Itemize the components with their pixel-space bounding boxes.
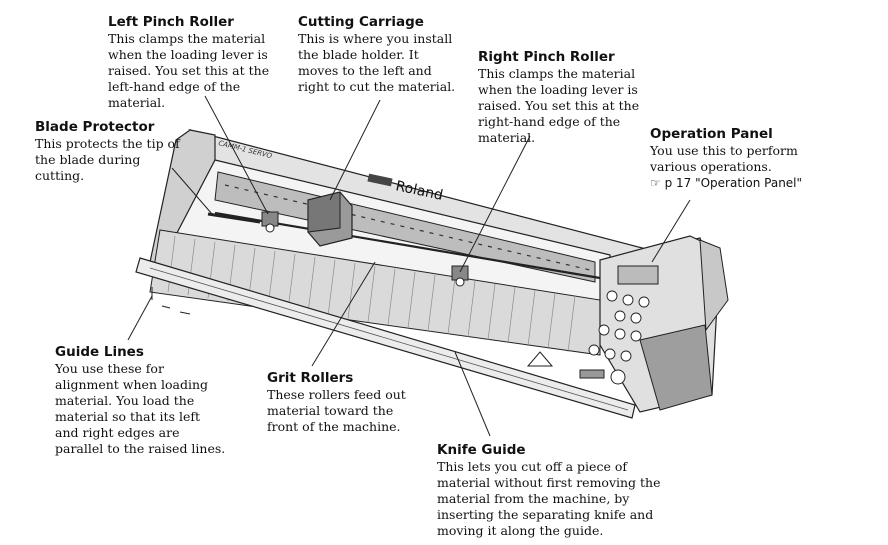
leader-cutting-carriage — [329, 99, 381, 201]
callout-knife-guide: Knife Guide This lets you cut off a piec… — [437, 442, 677, 539]
callout-desc: This is where you install the blade hold… — [298, 31, 456, 94]
leader-right-pinch-roller — [459, 135, 531, 273]
grit-roller-strip — [214, 211, 601, 280]
callout-desc: This lets you cut off a piece of materia… — [437, 459, 661, 538]
leader-blade-protector — [171, 167, 213, 215]
callout-desc: You use these for alignment when loading… — [55, 361, 226, 456]
right-side-bracket — [699, 239, 729, 332]
leader-knife-guide — [454, 351, 491, 437]
callout-desc: These rollers feed out material toward t… — [267, 387, 406, 434]
knife-guide-slot — [149, 267, 629, 411]
right-pinch-roller — [451, 265, 469, 287]
page-reference-link[interactable]: ☞ p 17 "Operation Panel" — [650, 176, 803, 190]
blade-protector-strip — [207, 212, 261, 224]
rear-connector-block — [639, 324, 713, 411]
leader-lines — [127, 95, 691, 437]
callout-title: Knife Guide — [437, 442, 526, 458]
callout-desc: This clamps the material when the loadin… — [108, 31, 270, 110]
callout-left-pinch-roller: Left Pinch Roller This clamps the materi… — [108, 14, 284, 111]
callout-title: Guide Lines — [55, 344, 144, 360]
callout-right-pinch-roller: Right Pinch Roller This clamps the mater… — [478, 49, 662, 146]
callout-title: Operation Panel — [650, 126, 773, 142]
leader-grit-rollers — [311, 261, 376, 367]
callout-desc: You use this to perform various operatio… — [650, 143, 798, 174]
callout-cutting-carriage: Cutting Carriage This is where you insta… — [298, 14, 462, 95]
callout-guide-lines: Guide Lines You use these for alignment … — [55, 344, 227, 457]
leader-left-pinch-roller — [204, 95, 269, 215]
callout-title: Right Pinch Roller — [478, 49, 615, 65]
callout-title: Blade Protector — [35, 119, 155, 135]
callout-desc: This protects the tip of the blade durin… — [35, 136, 180, 183]
rail-slots — [224, 184, 591, 271]
left-pinch-roller — [261, 211, 279, 233]
callout-blade-protector: Blade Protector This protects the tip of… — [35, 119, 193, 184]
callout-desc: This clamps the material when the loadin… — [478, 66, 640, 145]
callout-title: Grit Rollers — [267, 370, 354, 386]
guide-line-marks — [151, 287, 191, 315]
callout-title: Left Pinch Roller — [108, 14, 234, 30]
leader-operation-panel — [651, 199, 691, 263]
callout-title: Cutting Carriage — [298, 14, 424, 30]
leader-guide-lines — [127, 295, 153, 341]
cutting-carriage — [307, 191, 353, 247]
callout-operation-panel: Operation Panel You use this to perform … — [650, 126, 830, 191]
callout-grit-rollers: Grit Rollers These rollers feed out mate… — [267, 370, 415, 435]
